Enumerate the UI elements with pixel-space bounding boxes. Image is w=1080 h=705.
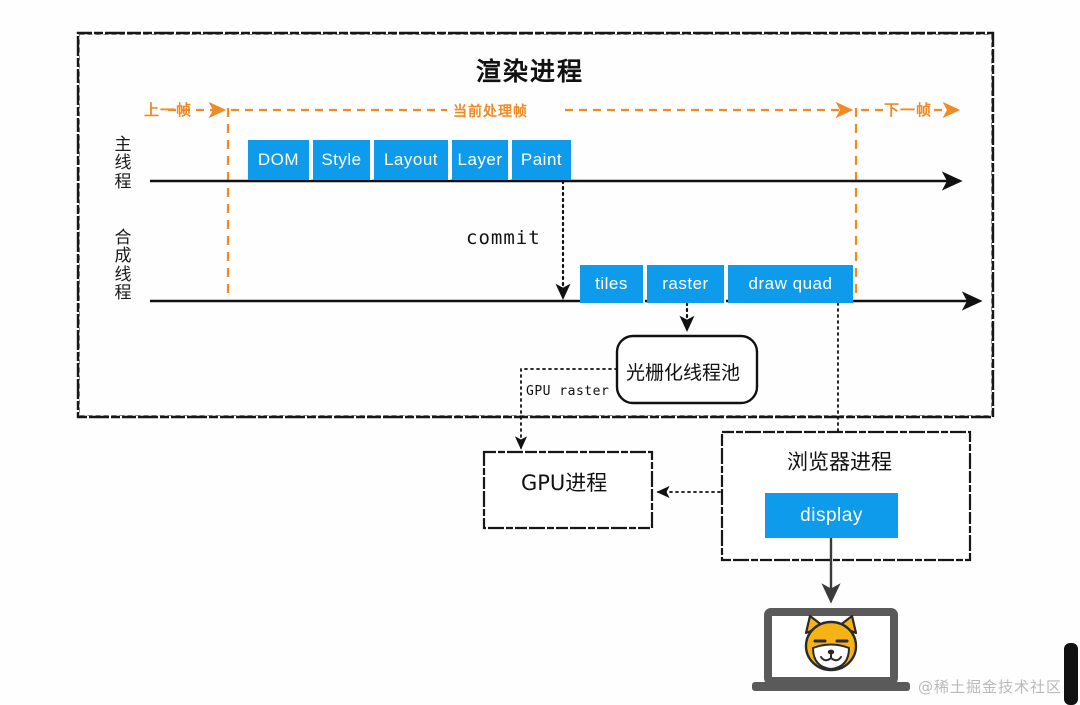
main-block-paint[interactable]: Paint xyxy=(512,140,571,180)
lane-char: 程 xyxy=(114,283,132,304)
display-block[interactable]: display xyxy=(765,493,898,538)
current-frame-label: 当前处理帧 xyxy=(453,104,528,120)
page-title: 渲染进程 xyxy=(476,57,585,86)
commit-label: commit xyxy=(466,227,541,249)
prev-frame-label: 上一帧 xyxy=(144,101,193,119)
page-edge-artifact xyxy=(1064,643,1078,705)
laptop-with-shiba-icon xyxy=(752,608,910,691)
compositor-block-tiles[interactable]: tiles xyxy=(580,265,645,303)
renderer-process-box xyxy=(76,31,995,419)
gpu-process-box xyxy=(482,450,654,530)
lane-char: 成 xyxy=(114,246,132,267)
compositor-thread-lane-label: 合 成 线 程 xyxy=(111,228,135,304)
lane-char: 程 xyxy=(114,171,132,192)
next-frame-label: 下一帧 xyxy=(884,101,933,119)
lane-char: 合 xyxy=(114,228,132,248)
frame-boundary-lines xyxy=(226,108,858,302)
main-block-style[interactable]: Style xyxy=(313,140,372,180)
main-thread-lane-label: 主 线 程 xyxy=(111,136,135,191)
lane-char: 主 xyxy=(114,135,132,155)
gpu-process-label: GPU进程 xyxy=(521,471,608,495)
main-block-layout[interactable]: Layout xyxy=(374,140,450,180)
browser-process-label: 浏览器进程 xyxy=(787,450,892,474)
main-block-dom[interactable]: DOM xyxy=(248,140,311,180)
gpu-raster-label: GPU raster xyxy=(526,384,610,399)
main-block-layer[interactable]: Layer xyxy=(452,140,510,180)
gpu-raster-path xyxy=(514,368,618,450)
lane-char: 线 xyxy=(114,264,132,285)
shiba-face-icon xyxy=(804,614,858,672)
compositor-block-raster[interactable]: raster xyxy=(647,265,726,303)
compositor-block-draw-quad[interactable]: draw quad xyxy=(728,265,853,303)
watermark: @稀土掘金技术社区 xyxy=(918,678,1063,696)
raster-thread-pool-label: 光栅化线程池 xyxy=(626,362,741,384)
lane-char: 线 xyxy=(114,153,132,174)
